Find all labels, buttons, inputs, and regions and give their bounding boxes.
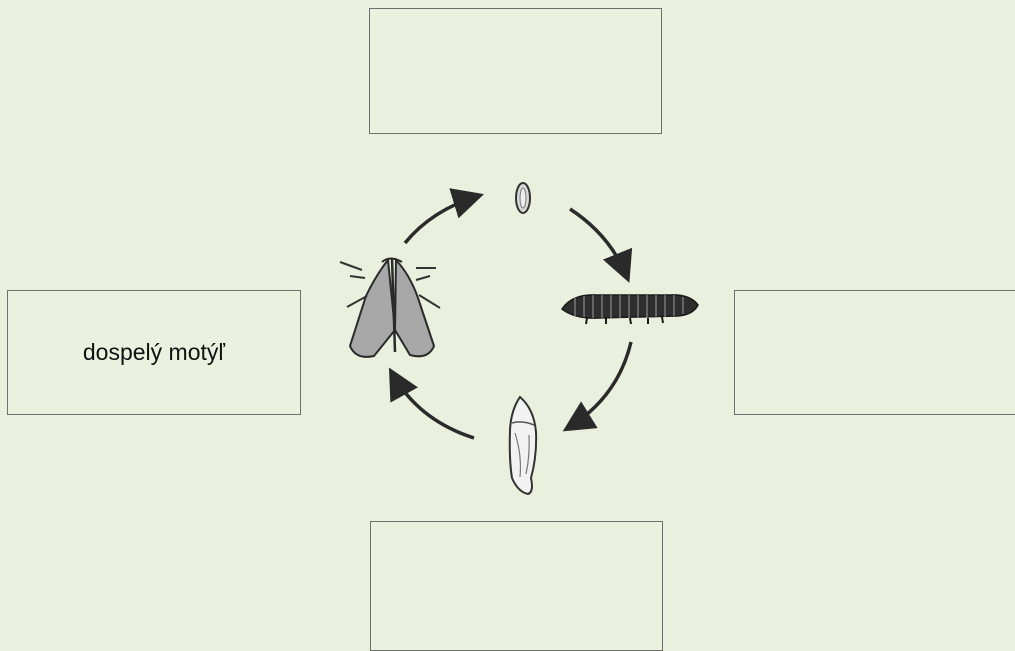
pupa-icon xyxy=(508,395,538,496)
butterfly-icon xyxy=(339,257,441,358)
arrow-pupa-to-adult xyxy=(388,367,475,440)
egg-icon xyxy=(515,182,531,214)
adult-label-box: dospelý motýľ xyxy=(7,290,301,415)
arrow-egg-to-larva xyxy=(569,207,633,283)
caterpillar-icon xyxy=(560,294,699,325)
arrow-larva-to-pupa xyxy=(562,341,633,432)
larva-label-box xyxy=(734,290,1015,415)
arrow-adult-to-egg xyxy=(403,188,485,245)
egg-label-box xyxy=(369,8,662,134)
pupa-label-box xyxy=(370,521,663,651)
